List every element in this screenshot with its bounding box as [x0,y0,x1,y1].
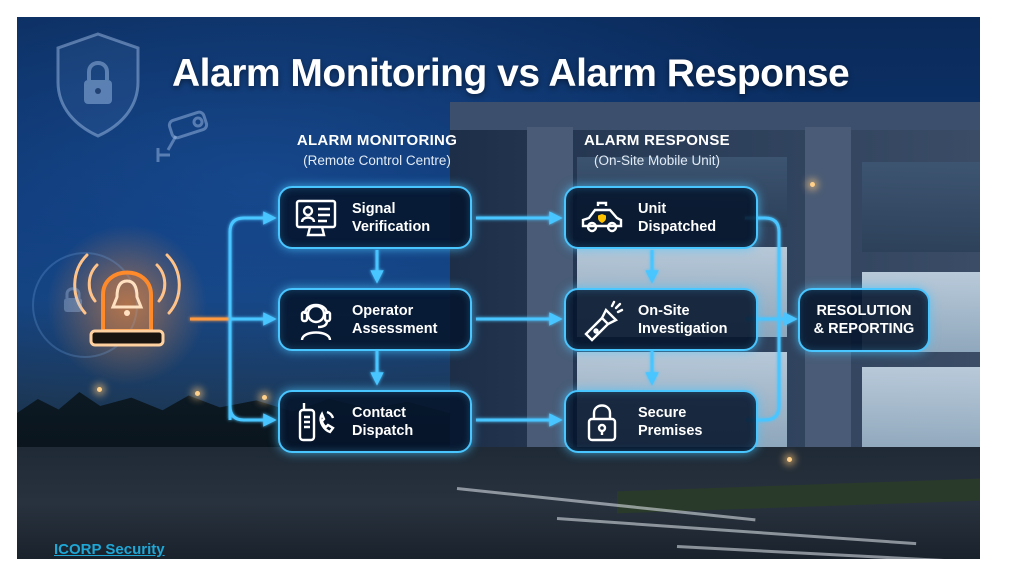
shield-lock-icon [56,32,140,138]
signal-verification-box: Signal Verification [278,186,472,249]
operator-headset-icon [300,303,332,340]
bollard-light [787,457,792,462]
page-title: Alarm Monitoring vs Alarm Response [172,52,850,95]
flashlight-icon [584,300,624,342]
resolution-reporting-box: RESOLUTION & REPORTING [798,288,930,352]
on-site-investigation-box: On-Site Investigation [564,288,758,351]
on-site-investigation-label: On-Site Investigation [638,302,728,337]
computer-monitor-icon [295,199,337,236]
operator-assessment-label: Operator Assessment [352,302,438,337]
monitoring-heading: ALARM MONITORING [296,132,458,149]
unit-dispatched-box: Unit Dispatched [564,186,758,249]
response-subheading: (On-Site Mobile Unit) [593,153,721,168]
contact-dispatch-label: Contact Dispatch [352,404,414,439]
monitoring-subheading: (Remote Control Centre) [303,153,451,168]
operator-assessment-box: Operator Assessment [278,288,472,351]
unit-dispatched-label: Unit Dispatched [638,200,717,235]
wall-light [810,182,815,187]
street-lamp [195,391,200,396]
building-window [862,367,980,452]
cctv-camera-icon [156,110,209,162]
street-lamp [262,395,267,400]
resolution-reporting-label: RESOLUTION & REPORTING [813,303,915,337]
secure-premises-label: Secure Premises [638,404,703,439]
brand-link[interactable]: ICORP Security [54,541,165,558]
signal-verification-label: Signal Verification [352,200,431,235]
small-lock-icon [64,287,82,312]
response-column-header: ALARM RESPONSE (On-Site Mobile Unit) [548,132,766,168]
secure-premises-box: Secure Premises [564,390,758,453]
radio-phone-icon [298,402,335,441]
padlock-icon [587,403,617,441]
contact-dispatch-box: Contact Dispatch [278,390,472,453]
building-window [862,162,980,252]
monitoring-column-header: ALARM MONITORING (Remote Control Centre) [268,132,486,168]
patrol-car-icon [581,201,623,232]
alarm-siren-icon [32,225,207,385]
street-lamp [97,387,102,392]
building-roof [450,102,980,130]
response-heading: ALARM RESPONSE [584,132,730,149]
